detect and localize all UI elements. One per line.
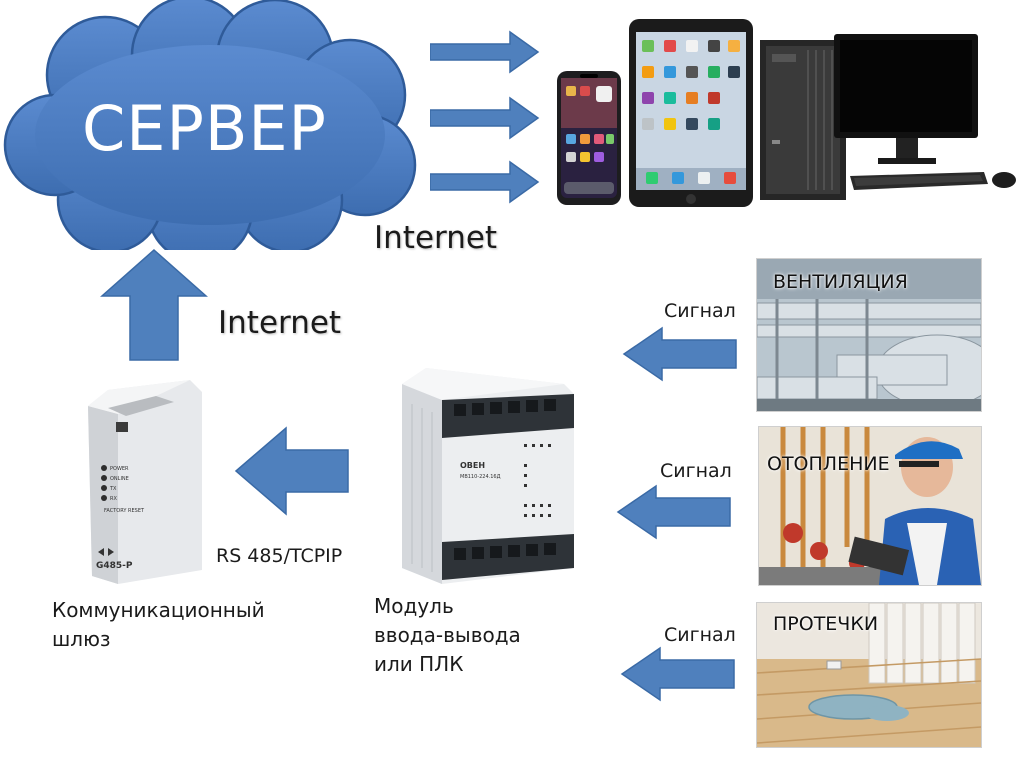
io-module-device: ОВЕН МВ110-224.16Д	[402, 368, 574, 584]
arrow-right-1	[430, 30, 540, 74]
gateway-led-power: POWER	[110, 466, 129, 472]
internet-label-left: Internet	[218, 305, 342, 341]
water-leak-image	[757, 603, 981, 747]
signal-label-2: Сигнал	[660, 460, 732, 482]
module-model: МВ110-224.16Д	[460, 474, 501, 480]
protocol-label: RS 485/TCPIP	[216, 545, 343, 567]
module-caption-line-3: или ПЛК	[374, 652, 464, 676]
photo-title-leaks: ПРОТЕЧКИ	[773, 613, 879, 635]
gateway-model: G485-P	[96, 561, 133, 571]
server-cloud: СЕРВЕР	[3, 0, 417, 250]
communication-gateway-device: POWER ONLINE TX RX FACTORY RESET G485-P	[88, 380, 202, 584]
photo-heating: ОТОПЛЕНИЕ	[758, 426, 982, 586]
gateway-led-rx: RX	[110, 496, 117, 502]
gateway-caption: Коммуникационный шлюз	[52, 596, 265, 654]
signal-label-1: Сигнал	[664, 300, 736, 322]
photo-ventilation: ВЕНТИЛЯЦИЯ	[756, 258, 982, 412]
gateway-logo-icon	[98, 548, 114, 556]
signal-label-3: Сигнал	[664, 624, 736, 646]
ventilation-ducts-image	[757, 259, 981, 411]
cloud-label: СЕРВЕР	[82, 92, 327, 165]
gateway-caption-line-1: Коммуникационный	[52, 598, 265, 622]
arrow-right-3	[430, 160, 540, 204]
module-caption-line-2: ввода-вывода	[374, 623, 521, 647]
gateway-caption-line-2: шлюз	[52, 627, 111, 651]
desktop-computer-icon	[760, 34, 1016, 200]
heating-technician-image	[759, 427, 981, 585]
arrow-right-2	[430, 96, 540, 140]
gateway-led-online: ONLINE	[110, 476, 129, 482]
gateway-reset-label: FACTORY RESET	[104, 508, 145, 514]
module-brand: ОВЕН	[460, 461, 485, 470]
smartphone-icon	[557, 71, 621, 205]
gateway-led-tx: TX	[109, 486, 117, 492]
module-caption: Модуль ввода-вывода или ПЛК	[374, 592, 521, 679]
arrow-left-module-to-gateway	[234, 426, 349, 516]
photo-leaks: ПРОТЕЧКИ	[756, 602, 982, 748]
arrow-left-signal-2	[616, 484, 731, 540]
internet-label-top: Internet	[374, 220, 498, 256]
arrow-left-signal-3	[620, 646, 735, 702]
arrow-up	[100, 248, 208, 361]
photo-title-ventilation: ВЕНТИЛЯЦИЯ	[773, 271, 908, 293]
photo-title-heating: ОТОПЛЕНИЕ	[767, 453, 890, 475]
module-caption-line-1: Модуль	[374, 594, 454, 618]
tablet-icon	[629, 19, 753, 207]
arrow-left-signal-1	[622, 326, 737, 382]
